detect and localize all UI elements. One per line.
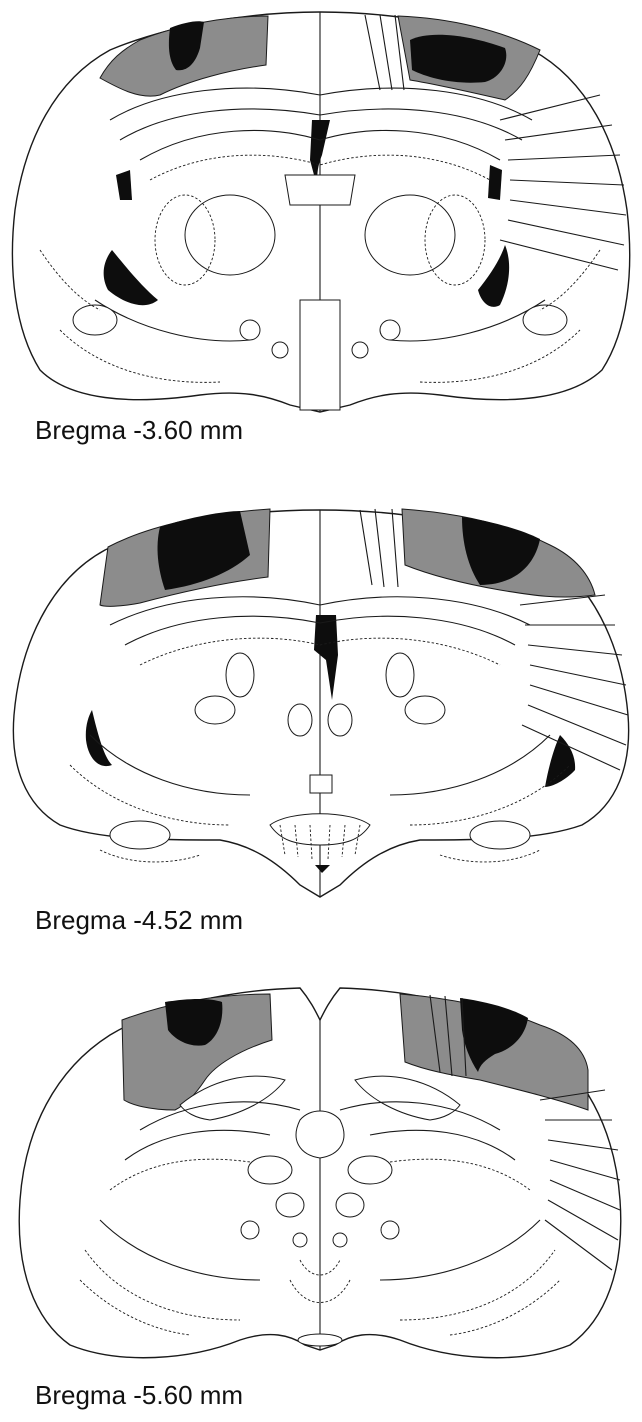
brain-section-1: Bregma -3.60 mm [0, 0, 642, 460]
coronal-section-3-drawing [0, 980, 642, 1375]
section-2-caption: Bregma -4.52 mm [35, 905, 243, 936]
section-1-caption: Bregma -3.60 mm [35, 415, 243, 446]
section-3-caption: Bregma -5.60 mm [35, 1380, 243, 1411]
section-1-black-region-right-lateral [488, 165, 502, 200]
brain-section-2: Bregma -4.52 mm [0, 495, 642, 945]
coronal-section-2-drawing [0, 495, 642, 905]
brain-section-3: Bregma -5.60 mm [0, 980, 642, 1422]
coronal-section-1-drawing [0, 0, 642, 420]
